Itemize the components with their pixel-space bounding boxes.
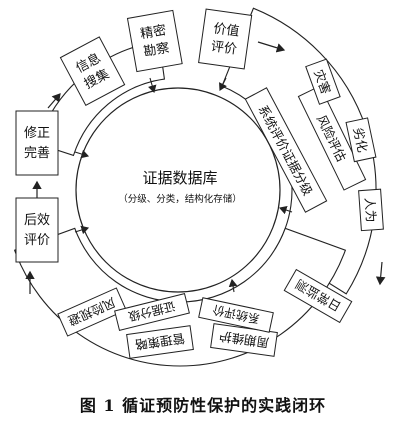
arrow-in-bottom [228, 278, 238, 293]
post-evaluation-line2: 评价 [24, 233, 50, 248]
system-evaluation-group: 系统评价 [198, 297, 274, 333]
box-revise-improve: 修正 完善 [15, 110, 59, 176]
arrow-in-left-upper [74, 149, 90, 159]
periodic-maintenance-group: 周期维护 [210, 323, 278, 357]
revise-improve-line2: 完善 [24, 145, 50, 161]
box-value-evaluation: 价值 评价 [198, 8, 253, 70]
box-precise-survey: 精密 勘察 [126, 9, 183, 73]
post-evaluation-line1: 后效 [24, 213, 50, 228]
flow-arrows [25, 41, 386, 294]
figure-caption: 图 1 循证预防性保护的实践闭环 [79, 396, 327, 415]
management-strategy-group: 管理策略 [126, 325, 194, 359]
precise-survey-line1: 精密 [139, 22, 167, 42]
arrow-in-left-lower [74, 225, 90, 235]
arrow-in-top-right [219, 77, 227, 91]
bottom-inner-band: 系统评价 证据分级 [114, 292, 274, 333]
arrow-in-right [278, 205, 293, 215]
precise-survey-line2: 勘察 [142, 41, 170, 60]
left-boxes: 修正 完善 后效 评价 [15, 110, 59, 263]
arrow-to-bottom-band [375, 261, 386, 286]
item-deterioration: 劣化 [351, 126, 371, 154]
arrow-to-info-collection [47, 93, 61, 109]
periodic-maintenance: 周期维护 [218, 329, 270, 351]
revise-improve-line1: 修正 [24, 126, 50, 141]
value-evaluation-line2: 评价 [210, 39, 238, 57]
value-evaluation-line1: 价值 [212, 20, 240, 39]
management-strategy: 管理策略 [134, 331, 186, 353]
item-human: 人为 [362, 197, 379, 223]
item-deterioration-group: 劣化 [345, 117, 377, 163]
evidence-grading-group: 证据分级 [114, 292, 190, 332]
item-disaster-group: 灾害 [305, 58, 341, 105]
box-info-collection: 信息 搜集 [59, 36, 126, 106]
center-title: 证据数据库 [142, 169, 217, 187]
upper-band: 信息 搜集 精密 勘察 价值 评价 [59, 8, 253, 106]
arrow-to-right-band [257, 41, 286, 53]
central-circle [75, 87, 281, 293]
arrow-in-top [147, 77, 157, 94]
inward-arrows [74, 77, 293, 293]
item-human-group: 人为 [358, 188, 384, 232]
box-post-evaluation: 后效 评价 [15, 197, 59, 263]
center-subtitle: （分级、分类，结构化存储） [118, 193, 242, 205]
